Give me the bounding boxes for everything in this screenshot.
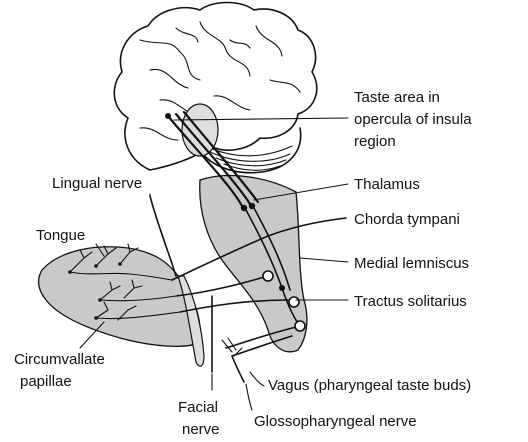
- label-glossopharyngeal: Glossopharyngeal nerve: [254, 413, 417, 430]
- label-tractus-solitarius: Tractus solitarius: [354, 293, 467, 310]
- label-chorda-tympani: Chorda tympani: [354, 211, 460, 228]
- label-facial-line2: nerve: [182, 421, 220, 438]
- brainstem: [200, 176, 307, 352]
- label-medial-lemniscus: Medial lemniscus: [354, 255, 469, 272]
- leader-vagus: [250, 372, 264, 386]
- label-vagus: Vagus (pharyngeal taste buds): [268, 377, 471, 394]
- label-tongue: Tongue: [36, 227, 85, 244]
- leader-glossopharyngeal: [246, 384, 252, 410]
- brain: [114, 3, 317, 173]
- label-lingual-nerve: Lingual nerve: [52, 175, 142, 192]
- label-facial-line1: Facial: [178, 399, 218, 416]
- label-taste-area-line3: region: [354, 133, 396, 150]
- label-circumvallate-line1: Circumvallate: [14, 351, 105, 368]
- label-taste-area-line2: opercula of insula: [354, 111, 472, 128]
- label-circumvallate-line2: papillae: [20, 373, 72, 390]
- label-thalamus: Thalamus: [354, 176, 420, 193]
- label-taste-area-line1: Taste area in: [354, 89, 440, 106]
- leader-medial-lemniscus: [300, 258, 348, 262]
